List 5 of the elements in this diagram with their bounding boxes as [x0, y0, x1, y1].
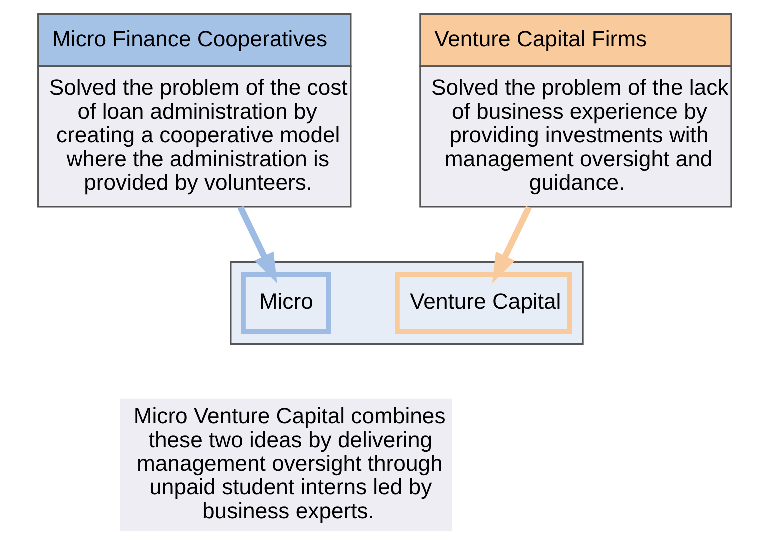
arrow — [492, 206, 532, 284]
node-box: Venture Capital — [394, 272, 572, 334]
cluster — [230, 261, 584, 346]
arrow — [237, 206, 277, 284]
node-box: Micro — [240, 272, 331, 334]
